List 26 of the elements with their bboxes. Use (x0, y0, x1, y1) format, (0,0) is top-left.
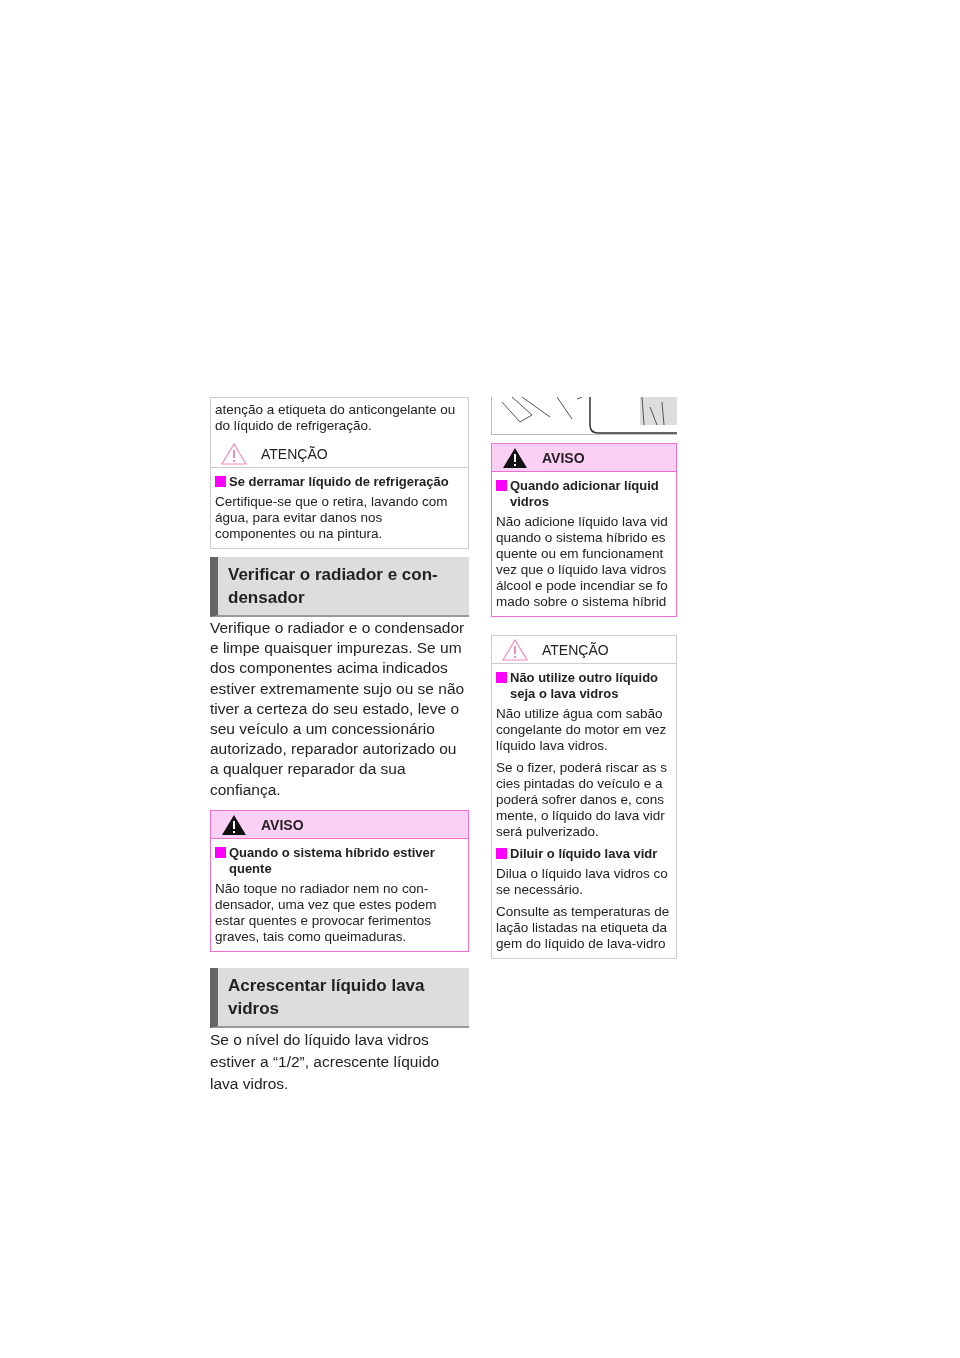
section-heading: Verificar o radiador e con-densador (210, 557, 469, 617)
caution-label: ATENÇÃO (542, 641, 609, 658)
caution-box (210, 397, 469, 549)
body-text: Se o fizer, poderá riscar as s cies pintadas do veículo e a poderá sofrer danos e, cons mente, o líquido do lava vidr será pulverizado. (496, 760, 669, 840)
subheading: Se derramar líquido de refrigeração (229, 474, 449, 490)
warning-box (210, 810, 469, 952)
body-text: Dilua o líquido lava vidros co se necessário. (496, 866, 669, 898)
warning-label: AVISO (542, 449, 585, 466)
washer-tank-drawing (491, 397, 677, 435)
warning-label: AVISO (261, 816, 304, 833)
body-text: Não toque no radiador nem no con-densador, uma vez que estes podem estar quentes e provocar ferimentos graves, tais como queimaduras. (215, 881, 438, 945)
subheading: Quando adicionar líquid vidros (510, 478, 660, 510)
body-text: Não adicione líquido lava vid quando o sistema híbrido es quente ou em funcionament vez que o líquido lava vidros álcool e pode incendiar se fo mado sobre o sistema híbrid (496, 514, 669, 610)
subheading: Não utilize outro líquido seja o lava vidros (510, 670, 660, 702)
body-text: Consulte as temperaturas de lação listadas na etiqueta da gem do líquido de lava-vidro (496, 904, 671, 952)
warning-box (491, 443, 677, 617)
subheading: Diluir o líquido lava vidr (510, 846, 658, 862)
body-text: Não utilize água com sabão congelante do motor em vez líquido lava vidros. (496, 706, 668, 754)
body-text: atenção a etiqueta do anticongelante ou do líquido de refrigeração. (215, 402, 457, 434)
section-heading: Acrescentar líquido lava vidros (210, 968, 469, 1028)
caution-box (491, 635, 677, 959)
body-text: Certifique-se que o retira, lavando com água, para evitar danos nos componentes ou na pintura. (215, 494, 449, 542)
paragraph: Verifique o radiador e o condensador e limpe quaisquer impurezas. Se um dos componentes acima indicados estiver extremamente sujo ou se não tiver a certeza do seu estado, leve o seu veículo a um concessionário autorizado, reparador autorizado ou a qualquer reparador da sua confiança. (210, 618, 466, 800)
paragraph: Se o nível do líquido lava vidros estiver a “1/2”, acrescente líquido lava vidros. (210, 1030, 441, 1094)
subheading: Quando o sistema híbrido estiver quente (229, 845, 436, 877)
caution-label: ATENÇÃO (261, 445, 328, 462)
